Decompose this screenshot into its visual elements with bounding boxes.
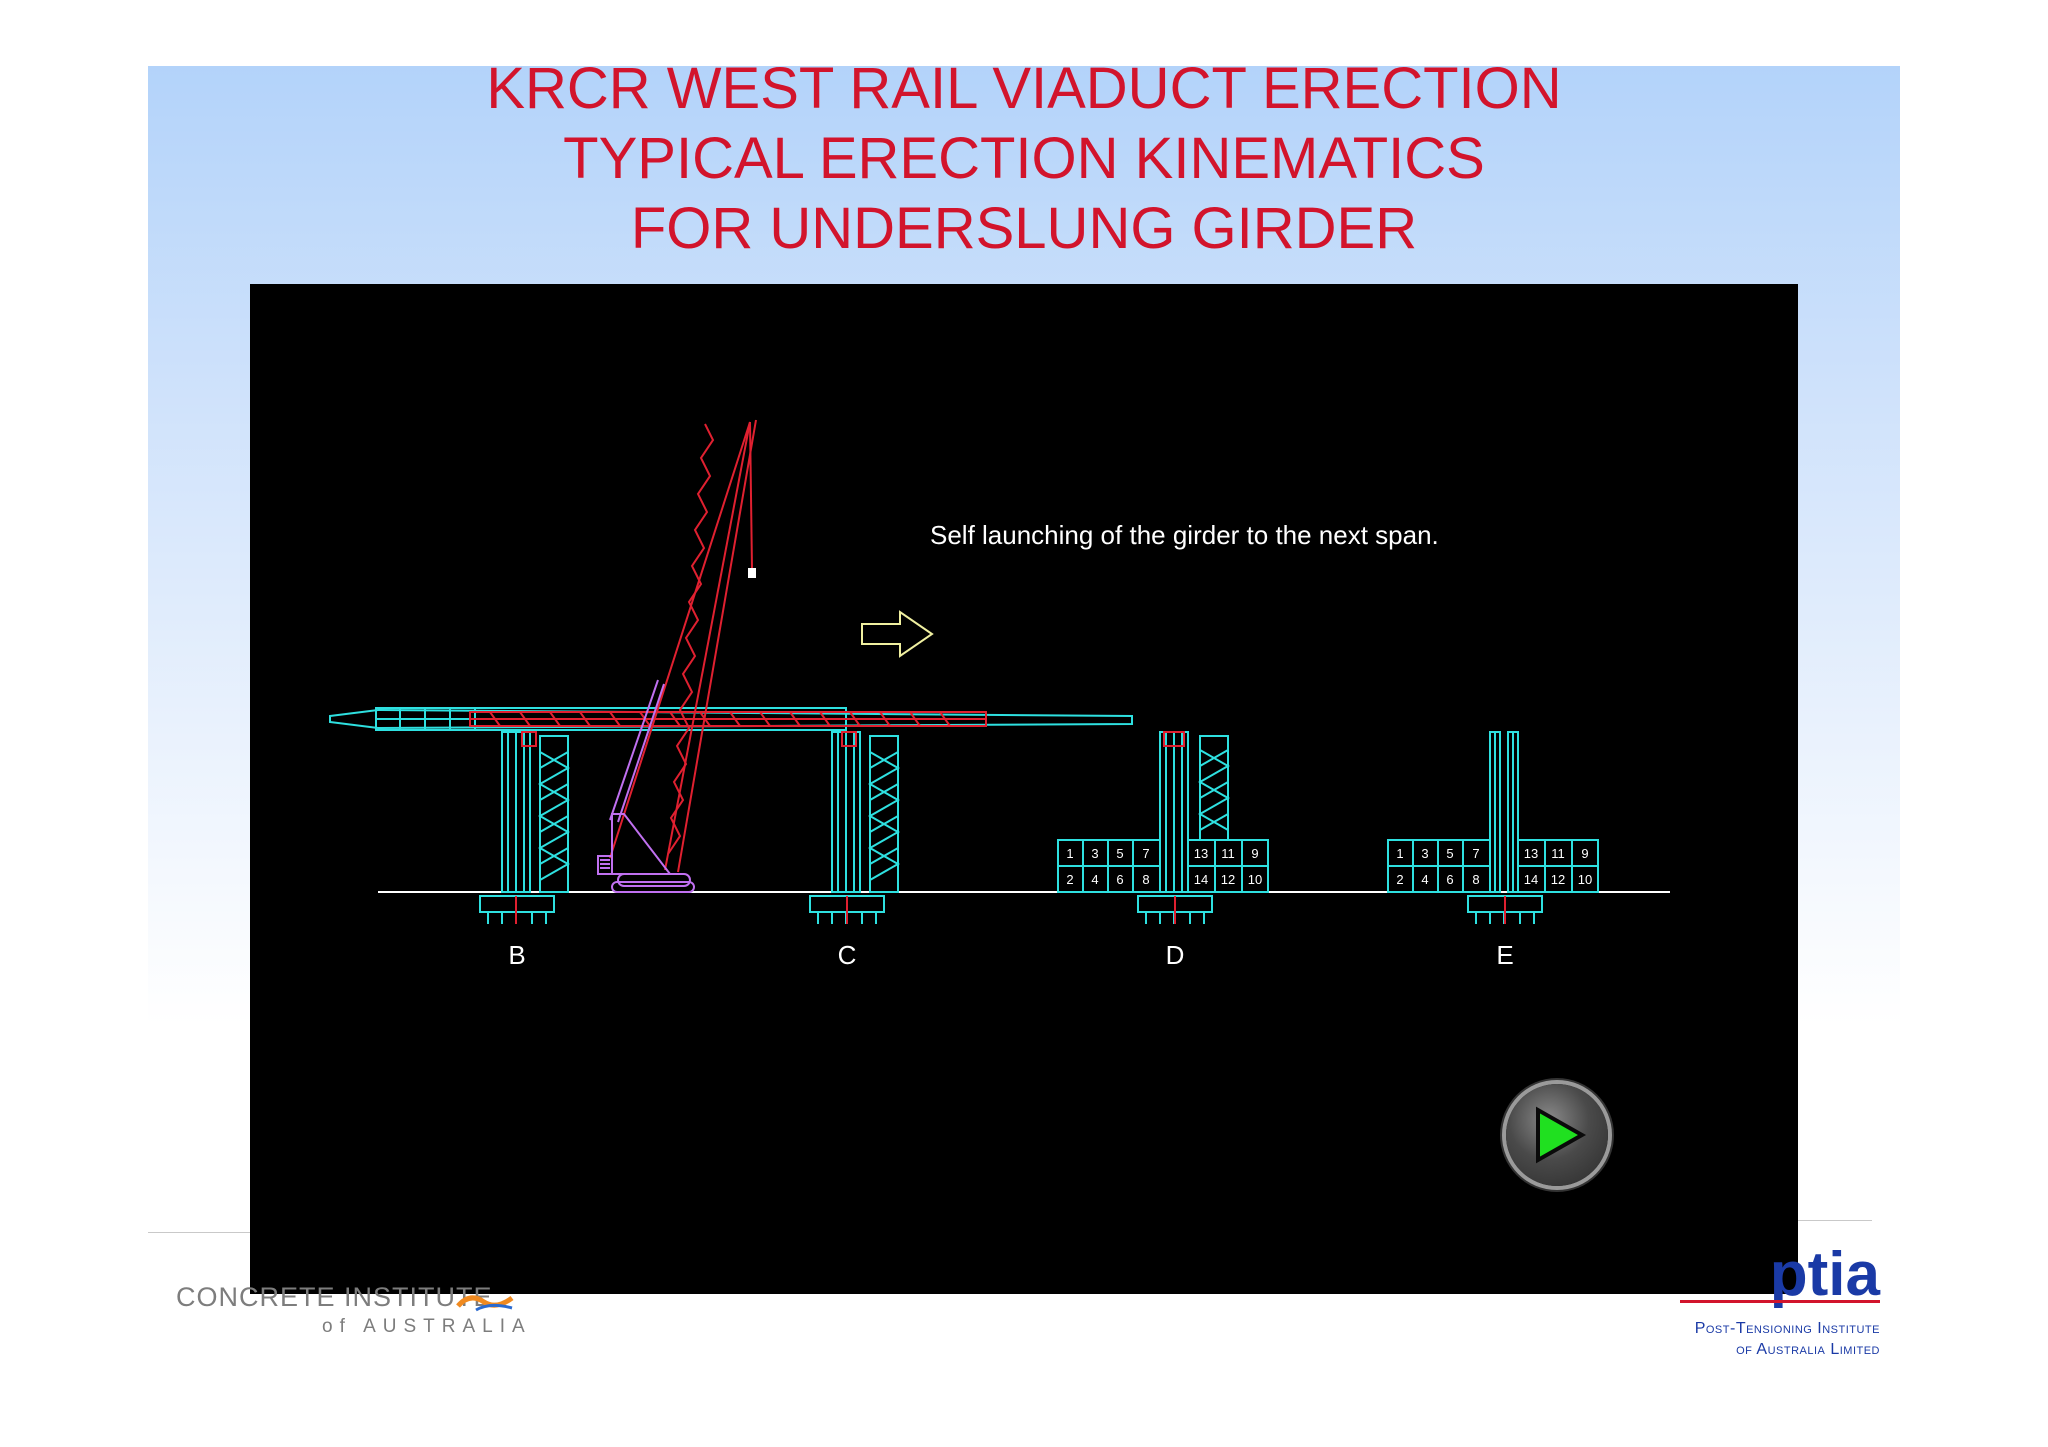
segment-number: 14 <box>1194 872 1208 887</box>
ptia-logo: ptia Post-Tensioning Institute of Austra… <box>1640 1240 1880 1370</box>
temporary-tower-c <box>867 735 901 893</box>
segment-number: 8 <box>1472 872 1479 887</box>
segment-number: 1 <box>1396 846 1403 861</box>
segment-number: 3 <box>1421 846 1428 861</box>
segment-number: 10 <box>1578 872 1592 887</box>
crane-base <box>597 679 695 893</box>
segment-number: 5 <box>1116 846 1123 861</box>
title-line-2: TYPICAL ERECTION KINEMATICS <box>563 126 1485 191</box>
right-arrow-icon <box>861 610 934 658</box>
pier-e <box>1387 731 1599 924</box>
segment-number: 2 <box>1066 872 1073 887</box>
cia-logo-line-2: of AUSTRALIA <box>322 1316 532 1337</box>
pier-label-c: C <box>837 940 857 970</box>
crane-boom <box>609 419 757 873</box>
segment-number: 12 <box>1221 872 1235 887</box>
ptia-name-line-2: of Australia Limited <box>1736 1341 1880 1358</box>
title-line-1: KRCR WEST RAIL VIADUCT ERECTION <box>486 56 1562 121</box>
segment-number: 12 <box>1551 872 1565 887</box>
red-girder-span <box>469 711 987 727</box>
temporary-tower-d <box>1197 735 1231 841</box>
segment-number: 2 <box>1396 872 1403 887</box>
segment-number: 13 <box>1194 846 1208 861</box>
footer-divider-right <box>1796 1220 1872 1221</box>
pier-label-b: B <box>508 940 526 970</box>
segment-number: 11 <box>1551 846 1565 861</box>
concrete-institute-logo: CONCRETE INSTITUTE of AUSTRALIA <box>176 1276 536 1346</box>
pier-c <box>809 731 901 924</box>
segment-number: 1 <box>1066 846 1073 861</box>
title-line-3: FOR UNDERSLUNG GIRDER <box>630 196 1418 261</box>
segment-number: 8 <box>1142 872 1149 887</box>
wave-icon <box>456 1295 514 1312</box>
segment-number: 5 <box>1446 846 1453 861</box>
pier-b <box>479 731 571 924</box>
segment-number: 9 <box>1251 846 1258 861</box>
slide-title: KRCR WEST RAIL VIADUCT ERECTION TYPICAL … <box>148 54 1900 264</box>
cia-logo-line-1: CONCRETE INSTITUTE <box>176 1282 493 1312</box>
segment-number: 14 <box>1524 872 1538 887</box>
segment-stack-e <box>1387 839 1599 893</box>
segment-number: 6 <box>1446 872 1453 887</box>
temporary-tower-b <box>537 735 571 893</box>
pier-d <box>1057 731 1269 924</box>
segment-number: 6 <box>1116 872 1123 887</box>
segment-number: 7 <box>1142 846 1149 861</box>
segment-number: 10 <box>1248 872 1262 887</box>
pier-label-e: E <box>1496 940 1514 970</box>
segment-stack-d <box>1057 839 1269 893</box>
erection-diagram: 1 3 5 7 13 11 9 2 4 6 8 14 12 10 1 3 5 7… <box>329 419 1670 924</box>
ptia-logo-mark: ptia <box>1769 1240 1880 1309</box>
segment-number: 11 <box>1221 846 1235 861</box>
segment-number: 4 <box>1421 872 1428 887</box>
ptia-name-line-1: Post-Tensioning Institute <box>1694 1320 1880 1337</box>
footer-divider-left <box>148 1232 268 1233</box>
play-icon <box>1536 1106 1587 1164</box>
animation-caption: Self launching of the girder to the next… <box>930 520 1439 550</box>
crawler-crane <box>597 419 757 893</box>
segment-number: 13 <box>1524 846 1538 861</box>
animation-frame: 1 3 5 7 13 11 9 2 4 6 8 14 12 10 1 3 5 7… <box>250 284 1798 1294</box>
segment-number: 7 <box>1472 846 1479 861</box>
segment-number: 3 <box>1091 846 1098 861</box>
pier-label-d: D <box>1165 940 1185 970</box>
ptia-logo-rule <box>1680 1300 1880 1303</box>
segment-number: 9 <box>1581 846 1588 861</box>
crane-hook <box>748 568 756 578</box>
play-button[interactable] <box>1506 1084 1608 1186</box>
segment-number: 4 <box>1091 872 1098 887</box>
